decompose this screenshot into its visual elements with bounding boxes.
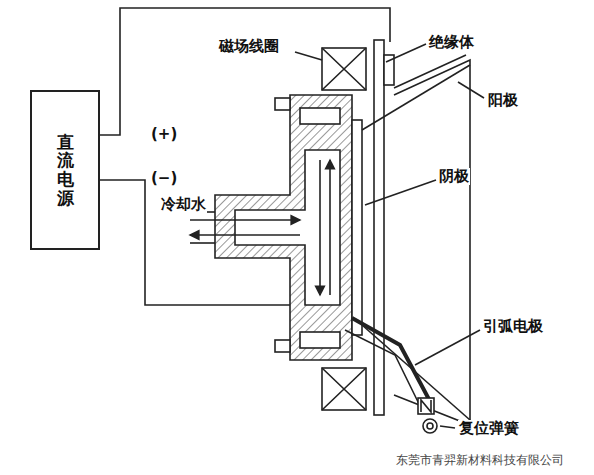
part-label: 阴极 <box>438 168 470 185</box>
power-supply-box: 直流电源 <box>30 90 100 250</box>
polarity-mark: (+) <box>150 126 178 143</box>
part-label: 阳极 <box>487 92 519 109</box>
watermark: 东莞市青羿新材料科技有限公司 <box>395 454 565 467</box>
box-label: 直流电源 <box>57 133 74 208</box>
part-label: 冷却水 <box>160 196 207 213</box>
part-label: 磁场线圈 <box>218 38 280 55</box>
part-label: 引弧电极 <box>482 318 544 335</box>
part-label: 复位弹簧 <box>458 420 520 437</box>
polarity-mark: (−) <box>150 170 178 187</box>
part-label: 绝缘体 <box>428 34 475 51</box>
